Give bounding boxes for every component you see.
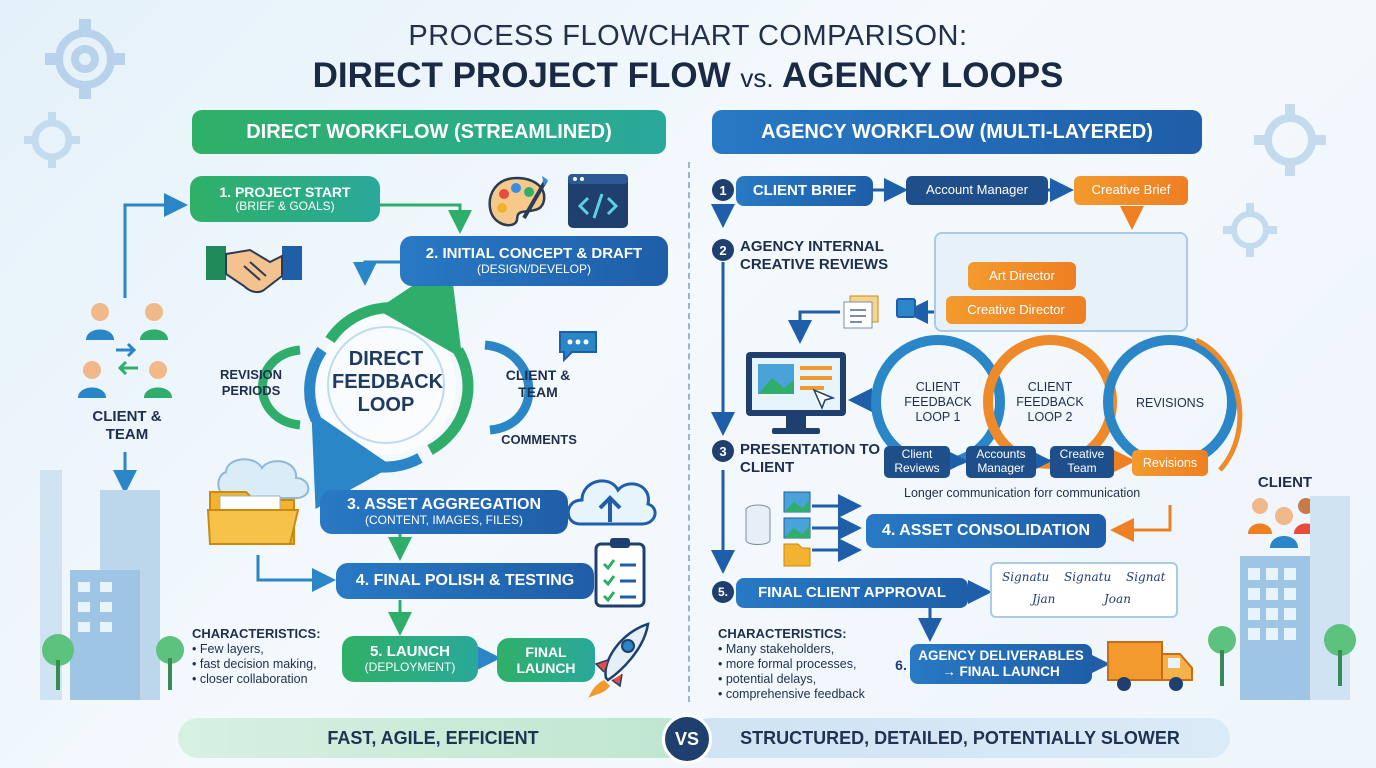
client-brief-box: CLIENT BRIEF (736, 176, 873, 206)
checklist-clipboard-icon (594, 538, 646, 608)
speech-bubble-icon (559, 331, 597, 363)
handshake-icon (206, 246, 302, 294)
direct-feedback-loop-label: DIRECT FEEDBACK LOOP (332, 348, 444, 416)
footer-left-banner: FAST, AGILE, EFFICIENT (178, 718, 688, 758)
client-people-icon (1248, 498, 1318, 548)
agency-step2-number: 2 (712, 239, 734, 261)
files-images-icon (745, 491, 811, 567)
code-window-icon (568, 174, 628, 228)
longer-communication-note: Longer communication forr communication (904, 486, 1141, 500)
direct-characteristic-item: • Few layers, (192, 641, 264, 656)
final-launch-box: FINAL LAUNCH (497, 638, 595, 682)
creative-team-box: Creative Team (1050, 446, 1114, 478)
signature-2: Signatu (1064, 570, 1112, 584)
agency-characteristics-heading: CHARACTERISTICS: (718, 626, 847, 641)
creative-brief-box: Creative Brief (1074, 176, 1188, 205)
client-reviews-box: Client Reviews (884, 446, 950, 478)
agency-step6-number: 6. (895, 657, 907, 673)
agency-internal-reviews-label: AGENCY INTERNAL CREATIVE REVIEWS (740, 238, 889, 273)
client-feedback-loop1-label: CLIENT FEEDBACK LOOP 1 (904, 380, 972, 424)
gear-icon-right (1254, 104, 1326, 176)
revisions-loop-label: REVISIONS (1135, 396, 1205, 410)
agency-characteristic-item: • potential delays, (718, 671, 817, 686)
comments-label: COMMENTS (501, 432, 577, 447)
accounts-manager-box: Accounts Manager (966, 446, 1036, 478)
signature-4: Jjan (1032, 592, 1056, 606)
monitor-icon (746, 352, 846, 434)
direct-characteristic-item: • closer collaboration (192, 671, 308, 686)
building-left-illustration (40, 470, 184, 700)
cloud-upload-icon (566, 479, 657, 526)
client-feedback-loop2-label: CLIENT FEEDBACK LOOP 2 (1016, 380, 1084, 424)
signature-5: Joan (1104, 592, 1131, 606)
gear-icon-left (24, 112, 80, 168)
section-divider (688, 162, 690, 702)
direct-characteristics: CHARACTERISTICS: • Few layers, • fast de… (192, 626, 321, 687)
final-client-approval-box: FINAL CLIENT APPROVAL (736, 578, 968, 608)
agency-step5-number: 5. (712, 581, 734, 603)
delivery-truck-icon (1107, 641, 1193, 691)
gear-icon-top-left (45, 19, 125, 99)
rocket-icon (588, 622, 650, 698)
page-title-line1: PROCESS FLOWCHART COMPARISON: (408, 20, 968, 52)
account-manager-box: Account Manager (906, 176, 1048, 205)
agency-characteristic-item: • comprehensive feedback (718, 686, 865, 701)
client-team-right-label: CLIENT & TEAM (505, 367, 571, 400)
client-team-people-icon (78, 303, 172, 398)
direct-step3-box: 3. ASSET AGGREGATION(CONTENT, IMAGES, FI… (320, 490, 568, 534)
signature-1: Signatu (1002, 570, 1050, 584)
direct-step2-box: 2. INITIAL CONCEPT & DRAFT(DESIGN/DEVELO… (400, 236, 668, 286)
small-blue-square (896, 298, 916, 318)
direct-characteristic-item: • fast decision making, (192, 656, 317, 671)
direct-workflow-header: DIRECT WORKFLOW (STREAMLINED) (192, 110, 666, 154)
agency-step3-number: 3 (712, 440, 734, 462)
palette-icon (488, 176, 548, 227)
agency-step1-number: 1 (712, 179, 734, 201)
agency-characteristic-item: • Many stakeholders, (718, 641, 835, 656)
folder-icon (206, 458, 310, 545)
signatures-panel: Signatu Signatu Signat Jjan Joan (990, 562, 1178, 618)
signature-3: Signat (1126, 570, 1166, 584)
revision-periods-label: REVISION PERIODS (219, 367, 283, 398)
client-team-left-label: CLIENT & TEAM (92, 408, 162, 443)
creative-director-box: Creative Director (946, 296, 1086, 324)
documents-icon (843, 295, 879, 329)
page-title-line2: DIRECT PROJECT FLOW vs. AGENCY LOOPS (312, 56, 1064, 95)
direct-step5-box: 5. LAUNCH(DEPLOYMENT) (342, 636, 478, 682)
agency-characteristic-item: • more formal processes, (718, 656, 857, 671)
agency-flow-arrows (711, 178, 1243, 676)
asset-consolidation-box: 4. ASSET CONSOLIDATION (866, 514, 1106, 548)
client-label-right: CLIENT (1257, 474, 1313, 491)
agency-workflow-header: AGENCY WORKFLOW (MULTI-LAYERED) (712, 110, 1202, 154)
agency-deliverables-box: AGENCY DELIVERABLES→ FINAL LAUNCH (910, 644, 1092, 684)
footer-right-banner: STRUCTURED, DETAILED, POTENTIALLY SLOWER (690, 718, 1230, 758)
direct-step1-box: 1. PROJECT START(BRIEF & GOALS) (190, 176, 380, 222)
art-director-box: Art Director (968, 262, 1076, 290)
direct-characteristics-heading: CHARACTERISTICS: (192, 626, 321, 641)
direct-step4-box: 4. FINAL POLISH & TESTING (336, 563, 594, 599)
agency-characteristics: CHARACTERISTICS: • Many stakeholders, • … (718, 626, 865, 702)
revisions-box: Revisions (1132, 450, 1208, 476)
footer-vs-badge: VS (662, 714, 712, 764)
building-right-illustration (1208, 496, 1356, 700)
gear-icon-right-2 (1223, 203, 1277, 257)
direct-flow-arrows (113, 193, 534, 670)
presentation-to-client-label: PRESENTATION TO CLIENT (740, 441, 881, 476)
